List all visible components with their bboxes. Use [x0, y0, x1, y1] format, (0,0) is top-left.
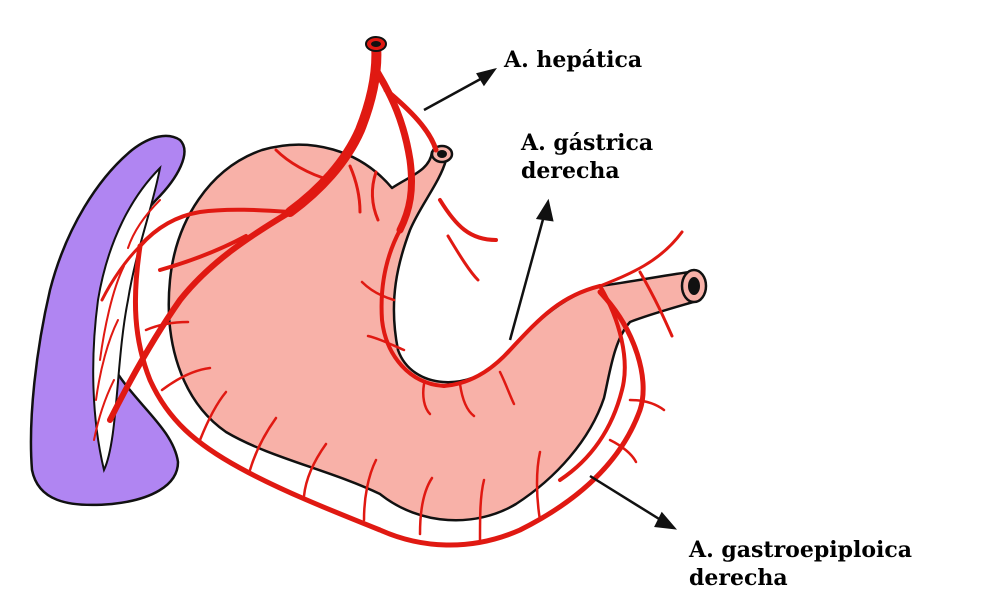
spleen-hilum	[92, 164, 162, 474]
pointer-arrows	[423, 67, 678, 530]
label-right-gastroepiploic-artery: A. gastroepiploica derecha	[689, 536, 912, 592]
arterial-branches	[93, 66, 684, 548]
arrow-gastroepiploica	[589, 474, 665, 524]
label-right-gastric-line2: derecha	[521, 158, 620, 184]
label-right-gastric-line1: A. gástrica	[521, 130, 654, 156]
esophagus-lumen-inner	[437, 150, 447, 158]
label-right-gastroepiploic-line2: derecha	[689, 565, 788, 591]
stomach-shape	[167, 143, 702, 522]
duodenum-lumen-inner	[688, 277, 700, 295]
arrow-gastrica	[508, 211, 547, 341]
label-hepatic-artery-text: A. hepática	[504, 47, 643, 73]
hepatic-artery-lumen-inner	[371, 41, 381, 47]
arrow-hepatica	[423, 74, 487, 112]
label-hepatic-artery: A. hepática	[504, 46, 642, 74]
label-right-gastroepiploic-line1: A. gastroepiploica	[689, 537, 912, 563]
label-right-gastric-artery: A. gástrica derecha	[521, 129, 653, 185]
